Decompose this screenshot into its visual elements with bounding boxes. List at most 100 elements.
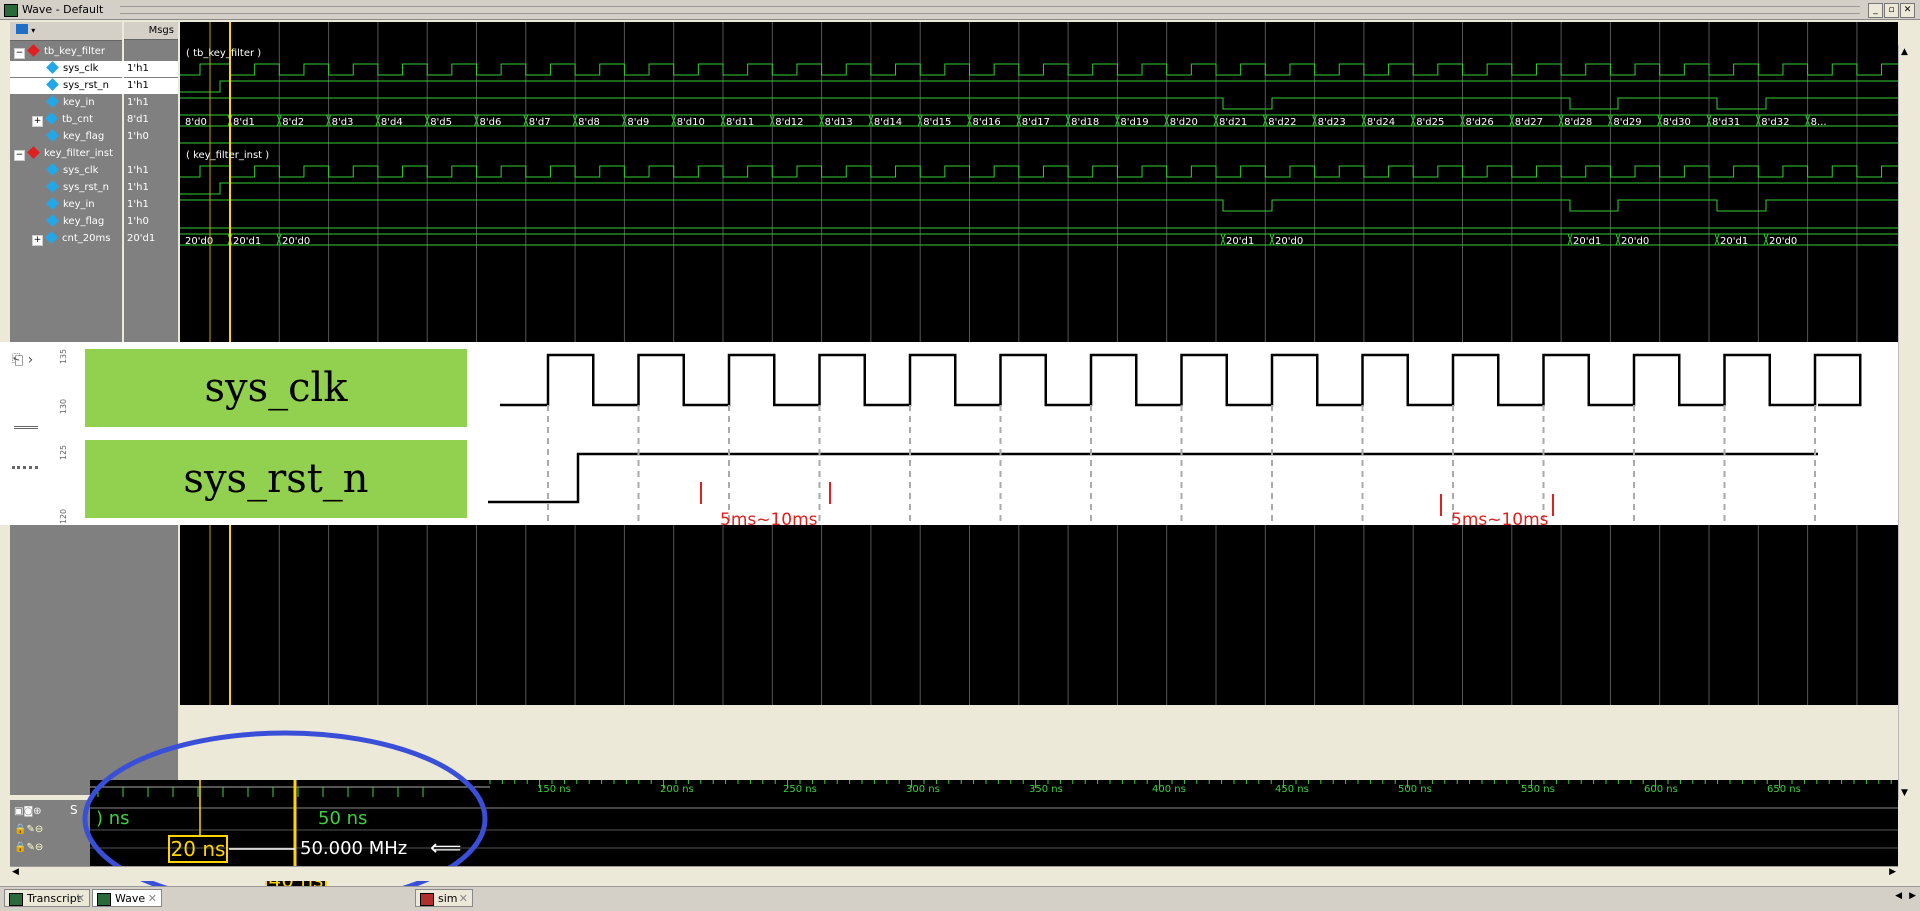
signal-row[interactable]: key_in [10, 95, 158, 111]
tab-sim[interactable]: sim ✕ [415, 889, 473, 907]
bus-transition [276, 114, 282, 127]
time-tick-label: 250 ns [783, 784, 817, 795]
signal-icon [46, 214, 59, 227]
bus-transition [1805, 114, 1811, 127]
unlock-cursor-icon[interactable]: 🔒✎⊖ [14, 842, 44, 853]
close-icon[interactable]: ✕ [75, 892, 85, 905]
bus-transition [1361, 114, 1367, 127]
signal-row[interactable]: sys_clk [10, 163, 158, 179]
cursor-period-box[interactable]: 20 ns [168, 835, 228, 863]
signal-value: 1'h0 [127, 131, 149, 142]
signal-value: 1'h1 [127, 165, 149, 176]
lower-waveform-area[interactable] [180, 525, 1907, 705]
wave-tool-icon[interactable] [16, 24, 28, 34]
highlight-ellipse [82, 730, 488, 908]
bus-transition [1714, 233, 1720, 246]
close-button[interactable]: ✕ [1900, 3, 1915, 18]
signal-icon [46, 197, 59, 210]
signal-row[interactable]: key_flag [10, 214, 158, 230]
collapse-icon[interactable]: − [14, 150, 25, 161]
bus-transition [1269, 233, 1275, 246]
transcript-icon [9, 893, 23, 906]
lock-cursor-icon[interactable]: 🔒✎⊖ [14, 824, 44, 835]
time-tick-label: 500 ns [1398, 784, 1432, 795]
bus-transition [1657, 114, 1663, 127]
cnt_20ms_values-value-label: 20'd0 [185, 236, 213, 247]
tab-scroll-left-icon[interactable]: ◀ [1895, 891, 1902, 901]
signal-icon [46, 180, 59, 193]
signal-row[interactable]: sys_clk [10, 61, 158, 77]
title-bar: Wave - Default _ ▫ ✕ [0, 0, 1920, 20]
tb_cnt_values-value-label: 8'd19 [1120, 117, 1148, 128]
signal-row[interactable]: +tb_cnt [10, 112, 144, 128]
overlay-waveform [488, 353, 1862, 525]
bus-transition [424, 114, 430, 127]
name-pane-header[interactable]: ▾ [10, 22, 122, 41]
signal-group-row[interactable]: − tb_key_filter [10, 44, 126, 60]
signal-name: key_in [63, 97, 95, 108]
signal-row[interactable]: +cnt_20ms [10, 231, 144, 247]
tb_cnt_values-value-label: 8'd14 [874, 117, 902, 128]
signal-row[interactable]: key_flag [10, 129, 158, 145]
minimize-button[interactable]: _ [1868, 3, 1883, 18]
scroll-up-icon[interactable]: ▲ [1901, 47, 1908, 57]
signal-value [124, 44, 178, 60]
signal-name: tb_key_filter [44, 46, 106, 57]
bus-transition [375, 114, 381, 127]
tb_cnt_values-value-label: 8'd29 [1613, 117, 1641, 128]
signal-row[interactable]: sys_rst_n [10, 180, 158, 196]
tb_cnt_values-value-label: 8'd17 [1022, 117, 1050, 128]
cursor-pane-label: S [70, 803, 78, 817]
tab-transcript[interactable]: Transcript ✕ [4, 889, 90, 907]
time-tick-label: 450 ns [1275, 784, 1309, 795]
vertical-scrollbar[interactable]: ▲ ▼ [1898, 45, 1913, 800]
tb_cnt_values-value-label: 8'd32 [1761, 117, 1789, 128]
chevron-down-icon[interactable]: ▾ [31, 26, 36, 35]
bus-transition [1615, 233, 1621, 246]
lower-grid-canvas [209, 525, 1907, 705]
reset-waveform [180, 80, 1898, 93]
cursor-pane-tools[interactable]: ▣◙⊕ S 🔒✎⊖ 🔒✎⊖ [10, 800, 90, 866]
bus-transition [1763, 233, 1769, 246]
expand-icon[interactable]: + [32, 116, 43, 127]
tab-scroll-right-icon[interactable]: ▶ [1909, 891, 1916, 901]
scroll-left-icon[interactable]: ◀ [12, 867, 19, 877]
expand-icon[interactable]: + [32, 235, 43, 246]
cnt_20ms_values-value-label: 20'd1 [1573, 236, 1601, 247]
key-in-waveform [180, 199, 1898, 212]
signal-row[interactable]: sys_rst_n [10, 78, 158, 94]
group-label-key-filter-inst: ( key_filter_inst ) [186, 150, 270, 161]
scroll-down-icon[interactable]: ▼ [1901, 788, 1908, 798]
title-grip [120, 6, 1860, 14]
overlay-reset-waveform [488, 452, 1818, 504]
tb_cnt_values-value-label: 8'd23 [1318, 117, 1346, 128]
collapse-icon[interactable]: − [14, 48, 25, 59]
bus-transition [1460, 114, 1465, 127]
cnt_20ms_values-value-label: 20'd0 [282, 236, 310, 247]
time-tick-label: 200 ns [660, 784, 694, 795]
horizontal-scrollbar[interactable]: ◀ ▶ [10, 866, 1898, 881]
restore-button[interactable]: ▫ [1884, 3, 1899, 18]
close-icon[interactable]: ✕ [458, 892, 468, 905]
add-cursor-icon[interactable]: ▣◙⊕ [14, 806, 42, 817]
bus-transition [1567, 233, 1573, 246]
close-icon[interactable]: ✕ [147, 892, 157, 905]
signal-group-row[interactable]: −key_filter_inst [10, 146, 126, 162]
signal-value: 1'h1 [127, 97, 149, 108]
bus-transition [1114, 114, 1120, 127]
signal-value: 1'h1 [124, 61, 178, 77]
cnt_20ms_values-value-label: 20'd0 [1275, 236, 1303, 247]
key-in-waveform [180, 97, 1898, 110]
ruler-mid-label: 50 ns [318, 808, 368, 829]
bus-transition [769, 114, 775, 127]
signal-icon [46, 61, 59, 74]
signal-row[interactable]: key_in [10, 197, 158, 213]
tb_cnt_values-value-label: 8'd21 [1219, 117, 1247, 128]
scroll-right-icon[interactable]: ▶ [1889, 867, 1896, 877]
tab-wave[interactable]: Wave ✕ [92, 889, 162, 907]
signal-icon [46, 163, 59, 176]
tb_cnt_values-value-label: 8'd30 [1663, 117, 1691, 128]
tb_cnt_values-value-label: 8... [1811, 117, 1827, 128]
